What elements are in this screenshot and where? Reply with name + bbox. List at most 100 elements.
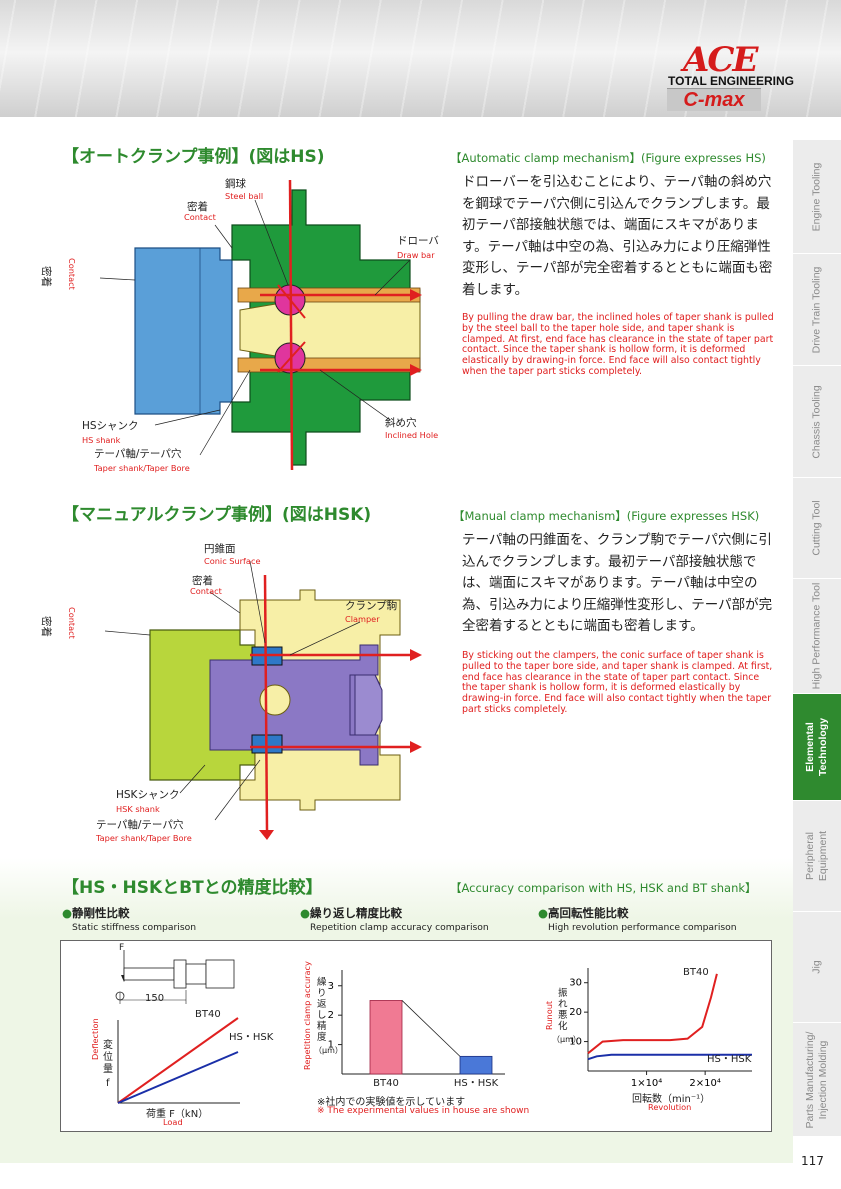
label-contact-jp: 密着 — [187, 201, 208, 213]
label-hs-shank-jp: HSシャンク — [82, 420, 139, 432]
series-bt40-curve — [587, 973, 718, 1055]
bar-bt40 — [369, 1000, 403, 1075]
accuracy-title: 【HS・HSKとBTとの精度比較】 — [62, 878, 323, 898]
label-hsk-shank-jp: HSKシャンク — [116, 789, 180, 801]
manual-clamp-body-en: By sticking out the clampers, the conic … — [462, 650, 773, 715]
side-tab-jig[interactable]: Jig — [793, 912, 841, 1023]
repetition-subtitle-en: Repetition clamp accuracy comparison — [310, 922, 489, 933]
label-hs-shank-en: HS shank — [82, 435, 121, 445]
label-taper-bore2-jp: テーパ軸/テーパ穴 — [96, 819, 184, 831]
label-taper-bore-en: Taper shank/Taper Bore — [94, 463, 190, 473]
label-conic-jp: 円錐面 — [204, 543, 236, 555]
rev-ylabel-en: Runout — [544, 1000, 554, 1030]
repetition-ylabel-jp: 繰り返し精度 — [317, 977, 327, 1043]
series-hs-hsk-curve — [587, 1053, 752, 1061]
label-steel-ball-jp: 鋼球 — [225, 178, 246, 190]
hsk-clamp-diagram — [104, 560, 422, 840]
side-tab-cutting-tool[interactable]: Cutting Tool — [793, 478, 841, 579]
static-bt40-label: BT40 — [195, 1009, 221, 1020]
repetition-ylabel-unit: （μm） — [314, 1046, 343, 1055]
revolution-subtitle: ●高回転性能比較 — [538, 906, 629, 920]
label-contact-en: Contact — [184, 212, 216, 222]
revolution-subtitle-en: High revolution performance comparison — [548, 922, 737, 933]
label-conic-en: Conic Surface — [204, 556, 261, 566]
accuracy-title-en: 【Accuracy comparison with HS, HSK and BT… — [450, 881, 757, 895]
static-axes — [117, 1020, 240, 1104]
label-drawbar-en: Draw bar — [397, 250, 435, 260]
label-contact-side-jp: 密着 — [40, 266, 52, 287]
rev-xlabel-jp: 回転数（min⁻¹） — [632, 1094, 711, 1105]
page-number: 117 — [801, 1154, 824, 1168]
manual-clamp-title: 【マニュアルクランプ事例】(図はHSK) — [62, 505, 372, 525]
label-contact2-side-jp: 密着 — [40, 616, 52, 637]
side-tab-drive-train[interactable]: Drive Train Tooling — [793, 254, 841, 366]
label-taper-bore-jp: テーパ軸/テーパ穴 — [94, 448, 182, 460]
repetition-chart: 1 2 3 BT40 HS・HSK — [328, 970, 505, 1089]
label-hsk-shank-en: HSK shank — [116, 804, 160, 814]
x-tick-label: 1×10⁴ — [631, 1078, 662, 1089]
hs-clamp-diagram — [99, 179, 422, 471]
bar-label-bt40: BT40 — [373, 1078, 399, 1089]
side-tab-engine-tooling[interactable]: Engine Tooling — [793, 140, 841, 254]
side-tab-chassis[interactable]: Chassis Tooling — [793, 366, 841, 478]
auto-clamp-body-en: By pulling the draw bar, the inclined ho… — [462, 312, 774, 377]
manual-clamp-body-jp: テーパ軸の円錐面を、クランプ駒でテーパ穴側に引込んでクランプします。最初テーパ部… — [462, 532, 773, 634]
repetition-note-jp: ※社内での実験値を示しています — [317, 1097, 466, 1108]
static-hs-label: HS・HSK — [229, 1032, 274, 1043]
bar-label-hs-hsk: HS・HSK — [454, 1078, 499, 1089]
y-tick-label: 3 — [328, 981, 334, 992]
label-contact2-jp: 密着 — [192, 575, 213, 587]
static-xlabel-en: Load — [163, 1117, 183, 1127]
brand-tagline: TOTAL ENGINEERING — [668, 74, 795, 88]
product-logo: C-max — [667, 88, 761, 111]
repetition-subtitle: ●繰り返し精度比較 — [300, 906, 403, 920]
static-ylabel-en: Deflection — [90, 1018, 100, 1060]
label-clamper-jp: クランプ駒 — [345, 600, 398, 612]
series-hs-hsk-line — [117, 1051, 239, 1104]
auto-clamp-title-en: 【Automatic clamp mechanism】(Figure expre… — [450, 151, 766, 165]
y-tick-label: 1 — [328, 1040, 334, 1051]
label-taper-bore2-en: Taper shank/Taper Bore — [96, 833, 192, 843]
y-tick-label: 30 — [569, 978, 582, 989]
label-drawbar-jp: ドローバ — [397, 235, 439, 247]
label-clamper-en: Clamper — [345, 614, 380, 624]
dimension-label: 150 — [145, 993, 165, 1004]
brand-logo: ACE — [683, 40, 758, 80]
bar-connector — [401, 1000, 461, 1057]
label-contact-side-en: Contact — [67, 258, 77, 290]
side-tab-high-performance[interactable]: High Performance Tool — [793, 579, 841, 694]
y-tick-label: 2 — [328, 1010, 334, 1021]
y-tick-label: 20 — [569, 1007, 582, 1018]
label-steel-ball-en: Steel ball — [225, 191, 264, 201]
static-subtitle: ●静剛性比較 — [62, 906, 130, 920]
side-tab-elemental-technology[interactable]: Elemental Technology — [793, 694, 841, 801]
static-subtitle-en: Static stiffness comparison — [72, 922, 197, 933]
rev-xlabel-en: Revolution — [648, 1102, 692, 1112]
revolution-chart: 10 20 30 1×10⁴ 2×10⁴ — [569, 968, 752, 1089]
revolution-axes — [587, 968, 752, 1072]
label-contact2-en: Contact — [190, 586, 222, 596]
manual-clamp-title-en: 【Manual clamp mechanism】(Figure expresse… — [453, 509, 760, 523]
side-tab-parts-manufacturing[interactable]: Parts Manufacturing/ Injection Molding — [793, 1023, 841, 1137]
series-bt40-line — [117, 1017, 239, 1104]
label-inclined-hole-en: Inclined Hole — [385, 430, 439, 440]
label-inclined-hole-jp: 斜め穴 — [385, 417, 417, 429]
static-stiffness-chart — [115, 950, 240, 1104]
y-tick-label: 10 — [569, 1037, 582, 1048]
rev-ylabel-jp: 振れ悪化 — [558, 988, 568, 1032]
force-label: F — [119, 943, 125, 953]
static-ylabel-jp: 変位量 — [103, 1040, 113, 1075]
bar-hs-hsk — [459, 1055, 493, 1075]
rev-hs-label: HS・HSK — [707, 1054, 752, 1065]
side-tab-peripheral[interactable]: Peripheral Equipment — [793, 801, 841, 912]
rev-bt40-label: BT40 — [683, 967, 709, 978]
auto-clamp-body-jp: ドローバーを引込むことにより、テーパ軸の斜め穴を鋼球でテーパ穴側に引込んでクラン… — [462, 174, 773, 298]
rev-ylabel-unit: （μm） — [552, 1035, 581, 1044]
repetition-ylabel-en: Repetition clamp accuracy — [302, 961, 312, 1070]
label-contact2-side-en: Contact — [67, 607, 77, 639]
repetition-note-en: ※ The experimental values in house are s… — [317, 1106, 530, 1116]
auto-clamp-title: 【オートクランプ事例】(図はHS) — [62, 147, 325, 167]
static-ylabel-f: f — [106, 1078, 110, 1089]
x-tick-label: 2×10⁴ — [689, 1078, 720, 1089]
static-xlabel-jp: 荷重 F（kN） — [146, 1109, 209, 1120]
